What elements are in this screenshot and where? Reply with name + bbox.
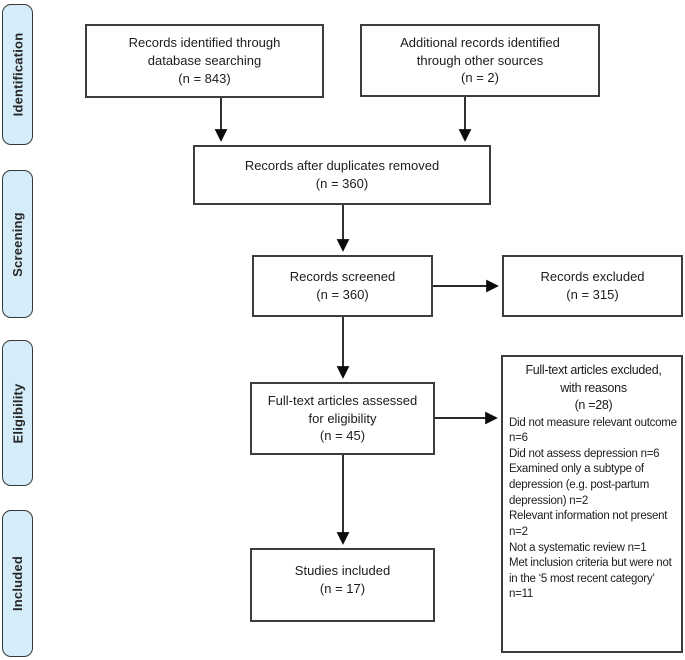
box-count: (n = 360): [316, 287, 369, 302]
box-text-line: Full-text articles excluded,: [525, 363, 662, 377]
box-records-identified: Records identified through database sear…: [85, 24, 324, 98]
exclusion-reason: Relevant information not present n=2: [509, 510, 668, 538]
box-text-line: Records after duplicates removed: [244, 158, 440, 174]
fulltext-excluded-heading: Full-text articles excluded, with reason…: [509, 362, 678, 415]
box-studies-included: Studies included (n = 17): [250, 548, 435, 622]
box-fulltext-excluded: Full-text articles excluded, with reason…: [501, 355, 683, 653]
exclusion-reason: Met inclusion criteria but were not in t…: [509, 557, 672, 601]
box-additional-records: Additional records identified through ot…: [360, 24, 600, 97]
stage-label-included: Included: [2, 510, 33, 657]
box-count: (n = 2): [461, 70, 499, 86]
stage-label-text: Screening: [10, 211, 25, 277]
exclusion-reason: Not a systematic review n=1: [509, 541, 647, 554]
stage-label-text: Included: [10, 555, 25, 612]
box-count: (n =28): [574, 398, 613, 412]
box-text-line: through other sources: [416, 52, 544, 68]
box-text-line: Full-text articles assessed: [267, 392, 418, 408]
stage-label-screening: Screening: [2, 170, 33, 318]
box-text-line: for eligibility: [308, 410, 377, 426]
box-text-line: with reasons: [560, 380, 627, 395]
box-text-line: Records screened: [289, 269, 396, 285]
stage-label-text: Eligibility: [10, 383, 26, 443]
fulltext-excluded-reasons: Did not measure relevant outcome n=6 Did…: [509, 416, 678, 604]
box-count: (n = 45): [319, 428, 366, 444]
box-text-line: Additional records identified: [400, 34, 560, 50]
stage-label-identification: Identification: [2, 4, 33, 145]
box-fulltext-assessed: Full-text articles assessed for eligibil…: [250, 382, 435, 455]
box-count: (n = 843): [178, 70, 231, 86]
exclusion-reason: Did not measure relevant outcome n=6: [509, 416, 677, 445]
box-text-line: Studies included: [294, 563, 391, 578]
box-count: (n = 315): [566, 287, 619, 302]
box-text-line: database searching: [147, 53, 262, 69]
box-count: (n = 360): [315, 176, 369, 191]
box-records-excluded: Records excluded (n = 315): [502, 255, 683, 317]
stage-label-text: Identification: [10, 32, 26, 117]
exclusion-reason: Did not assess depression n=6: [509, 447, 660, 460]
box-count: (n = 17): [319, 580, 366, 596]
stage-label-eligibility: Eligibility: [2, 340, 33, 486]
exclusion-reason: Examined only a subtype of depression (e…: [509, 463, 650, 507]
box-records-screened: Records screened (n = 360): [252, 255, 433, 317]
box-text-line: Records excluded: [540, 269, 645, 285]
box-text-line: Records identified through: [128, 35, 281, 51]
box-duplicates-removed: Records after duplicates removed (n = 36…: [193, 145, 491, 205]
